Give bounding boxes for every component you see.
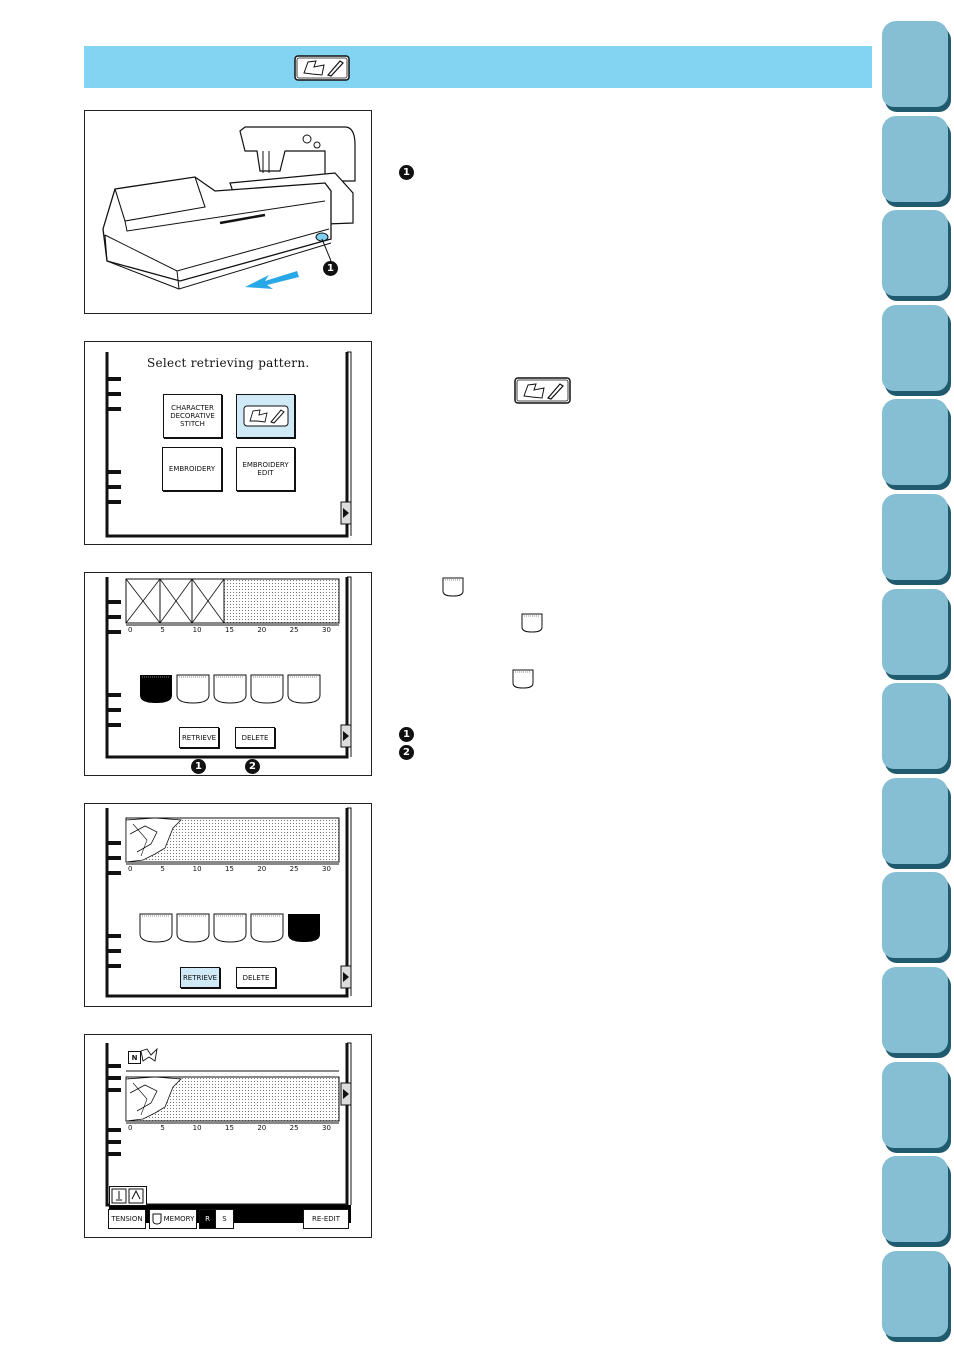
lcd-memory-pockets: 0 5 10 15 20 25 30 RETRIEVE DELETE 1 2: [84, 572, 372, 776]
mode-indicator: N: [128, 1051, 141, 1064]
embroidery-edit-icon: [294, 55, 350, 81]
chapter-tab[interactable]: [882, 588, 948, 675]
s-button[interactable]: S: [215, 1209, 234, 1229]
presser-foot-icon: [140, 1047, 158, 1062]
embroidery-edit-icon: [514, 377, 571, 404]
pocket-icon: [442, 577, 464, 597]
chapter-tab[interactable]: [882, 304, 948, 391]
tension-button[interactable]: TENSION: [108, 1209, 146, 1229]
chapter-tab[interactable]: [882, 777, 948, 864]
callout-marker-1: 1: [191, 759, 206, 774]
chapter-tab[interactable]: [882, 1250, 948, 1337]
retrieve-button[interactable]: RETRIEVE: [179, 727, 219, 748]
chapter-tab[interactable]: [882, 21, 948, 107]
chapter-tab[interactable]: [882, 683, 948, 770]
chapter-tab[interactable]: [882, 115, 948, 202]
retrieve-button[interactable]: RETRIEVE: [180, 967, 220, 988]
chapter-tab[interactable]: [882, 1061, 948, 1148]
pocket-icon: [521, 613, 543, 633]
ruler-tick-label: 15: [225, 1124, 234, 1132]
ruler-tick-label: 30: [322, 865, 331, 873]
ruler-tick-label: 0: [128, 1124, 133, 1132]
embroidery-edit-icon: [243, 405, 288, 427]
ruler-tick-label: 5: [160, 626, 165, 634]
embroidery-edit-button[interactable]: [236, 394, 295, 438]
lcd-title: Select retrieving pattern.: [147, 356, 310, 370]
ruler-tick-label: 0: [128, 626, 133, 634]
chapter-tab[interactable]: [882, 1156, 948, 1243]
chapter-tab[interactable]: [882, 494, 948, 580]
ruler-tick-label: 15: [225, 626, 234, 634]
ruler-tick-label: 10: [192, 626, 202, 634]
pocket-icon: [152, 1213, 162, 1225]
ruler-tick-label: 10: [192, 865, 202, 873]
sewing-mode-toggle[interactable]: [109, 1186, 147, 1206]
delete-button[interactable]: DELETE: [236, 967, 276, 988]
character-decorative-stitch-button[interactable]: CHARACTER DECORATIVE STITCH: [163, 394, 222, 438]
step3-text-marker-2: 2: [399, 745, 414, 760]
header-bar: [84, 46, 872, 88]
chapter-tab[interactable]: [882, 967, 948, 1053]
ruler-tick-label: 10: [192, 1124, 202, 1132]
step3-text-marker-1: 1: [399, 727, 414, 742]
pocket-icon: [512, 669, 534, 689]
lcd-retrieved-pattern: N 0 5 10 15 20 25 30 TENSION MEMORY R S RE-EDI…: [84, 1034, 372, 1238]
callout-marker-2: 2: [245, 759, 260, 774]
ruler-tick-label: 20: [257, 1124, 267, 1132]
lcd-select-pattern: Select retrieving pattern. CHARACTER DEC…: [84, 341, 372, 545]
ruler-tick-label: 15: [225, 865, 234, 873]
callout-marker-1: 1: [323, 261, 338, 276]
ruler-tick-label: 25: [289, 626, 299, 634]
ruler-tick-label: 30: [322, 1124, 331, 1132]
re-edit-button[interactable]: RE-EDIT: [303, 1209, 349, 1229]
delete-button[interactable]: DELETE: [235, 727, 275, 748]
r-button[interactable]: R: [199, 1209, 216, 1229]
chapter-tab[interactable]: [882, 872, 948, 959]
ruler-tick-label: 5: [160, 865, 165, 873]
ruler-tick-label: 20: [257, 865, 267, 873]
ruler-tick-label: 25: [289, 865, 299, 873]
embroidery-edit-text-button[interactable]: EMBROIDERY EDIT: [236, 447, 295, 491]
ruler-tick-label: 20: [257, 626, 267, 634]
ruler-tick-label: 0: [128, 865, 133, 873]
memory-button[interactable]: MEMORY: [149, 1209, 197, 1229]
embroidery-unit-illustration: 1: [84, 110, 372, 314]
lcd-retrieve-selected: 0 5 10 15 20 25 30 RETRIEVE DELETE: [84, 803, 372, 1007]
chapter-tab[interactable]: [882, 399, 948, 486]
stitch-mode-icon: [111, 1188, 144, 1204]
step1-text-marker-1: 1: [399, 165, 414, 180]
embroidery-button[interactable]: EMBROIDERY: [162, 447, 222, 491]
ruler-tick-label: 5: [160, 1124, 165, 1132]
ruler-tick-label: 30: [322, 626, 331, 634]
chapter-tab[interactable]: [882, 210, 948, 297]
ruler-tick-label: 25: [289, 1124, 299, 1132]
